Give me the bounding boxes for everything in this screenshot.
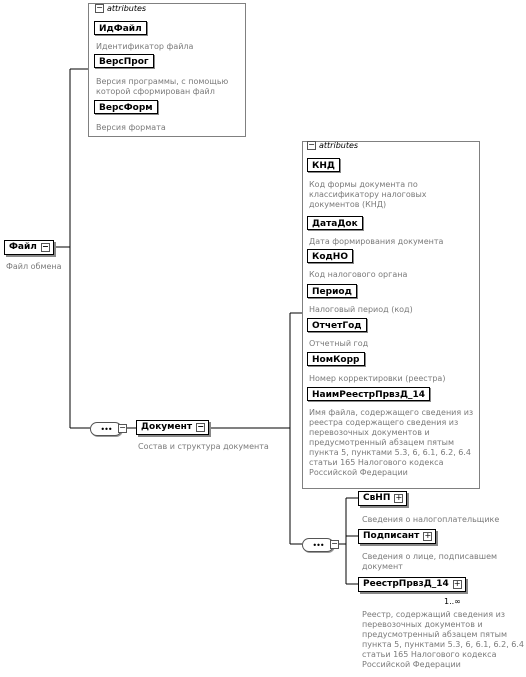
attribute-description: Имя файла, содержащего сведения из реест… [309,408,474,477]
document-description: Состав и структура документа [138,442,269,451]
document-element-label: Документ [141,422,193,432]
root-element-description: Файл обмена [6,262,62,271]
attribute-description: Версия формата [96,123,166,132]
minus-icon[interactable]: − [196,422,206,432]
child-element-reestr-prvzd[interactable]: РеестрПрвзД_14 + [358,577,466,592]
attribute-nom-korr[interactable]: НомКорр [307,352,365,366]
document-attributes-group [302,141,480,489]
attribute-description: Код налогового органа [309,270,408,279]
attribute-vers-prog[interactable]: ВерсПрог [94,54,154,68]
attribute-knd[interactable]: КНД [307,158,340,172]
child-element-svnp[interactable]: СвНП + [358,491,408,506]
sequence-icon[interactable]: ••• [90,422,122,436]
attribute-description: Идентификатор файла [96,42,194,51]
attribute-description: Отчетный год [309,339,369,348]
minus-icon[interactable]: − [40,242,50,252]
attribute-description: Номер корректировки (реестра) [309,374,446,383]
minus-icon[interactable]: − [330,539,339,549]
root-attributes-group [88,3,246,137]
attribute-description: Версия программы, с помощью которой сфор… [96,77,229,96]
attribute-otchet-god[interactable]: ОтчетГод [307,318,367,332]
minus-icon[interactable]: − [95,3,104,13]
multiplicity-label: 1..∞ [444,597,461,606]
attribute-id-fail[interactable]: ИдФайл [94,21,147,35]
attribute-kod-no[interactable]: КодНО [307,249,353,263]
minus-icon[interactable]: − [118,423,127,433]
plus-icon[interactable]: + [394,493,404,503]
attribute-vers-form[interactable]: ВерсФорм [94,100,158,114]
attribute-data-dok[interactable]: ДатаДок [307,216,363,230]
minus-icon[interactable]: − [307,140,316,150]
attribute-naim-reestr[interactable]: НаимРеестрПрвзД_14 [307,387,431,401]
root-attributes-header[interactable]: − attributes [95,3,147,13]
attribute-period[interactable]: Период [307,284,357,298]
plus-icon[interactable]: + [452,579,462,589]
attribute-description: Дата формирования документа [309,237,444,246]
root-element-fail[interactable]: Файл − [4,240,54,255]
child-element-description: Сведения о налогоплательщике [362,515,500,524]
root-element-label: Файл [9,242,37,252]
child-element-description: Сведения о лице, подписавшем документ [362,552,498,571]
attribute-description: Код формы документа по классификатору на… [309,180,427,209]
child-element-description: Реестр, содержащий сведения из перевозоч… [362,610,524,669]
plus-icon[interactable]: + [423,531,433,541]
document-attributes-header[interactable]: − attributes [307,140,359,150]
child-element-podpisant[interactable]: Подписант + [358,529,437,544]
attribute-description: Налоговый период (код) [309,305,413,314]
document-element[interactable]: Документ − [136,420,210,435]
